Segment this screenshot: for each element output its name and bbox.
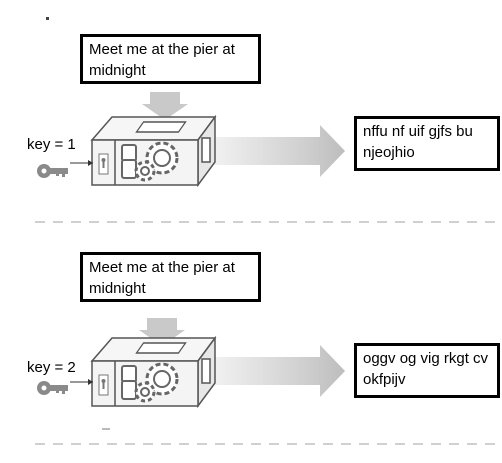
key-icon [37,381,68,395]
output-arrow-1 [210,125,345,177]
plaintext-2: Meet me at the pier at midnight [89,259,235,297]
plaintext-box-1: Meet me at the pier at midnight [80,34,261,84]
cipher-machine-2 [90,318,345,409]
ciphertext-box-1: nffu nf uif gjfs bu njeojhio [354,116,500,171]
ciphertext-1: nffu nf uif gjfs bu njeojhio [363,123,473,161]
ciphertext-box-2: oggv og vig rkgt cv okfpijv [354,343,500,398]
key-label-1: key = 1 [27,136,76,153]
output-arrow-2 [210,345,345,397]
plaintext-box-2: Meet me at the pier at midnight [80,252,261,302]
stray-mark [46,17,49,20]
input-arrow-1 [142,92,188,120]
cipher-machine-1 [90,92,345,188]
key-icon [37,164,68,178]
stray-mark [102,428,110,430]
plaintext-1: Meet me at the pier at midnight [89,41,235,79]
ciphertext-2: oggv og vig rkgt cv okfpijv [363,350,489,388]
input-arrow-2 [139,318,185,346]
key-label-2: key = 2 [27,359,76,376]
